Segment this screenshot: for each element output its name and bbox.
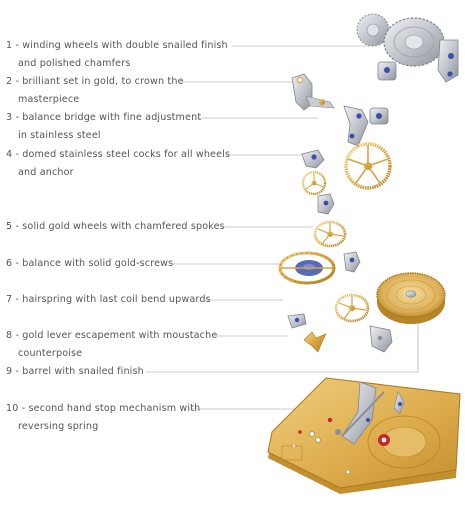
balance-wheel-part <box>278 251 336 285</box>
gold-wheel-small-1 <box>301 170 327 196</box>
gold-wheel-medium <box>313 220 347 248</box>
callout-4: 4 - domed stainless steel cocks for all … <box>6 149 231 178</box>
barrel-part <box>376 272 446 324</box>
steel-cocks-part <box>301 149 335 215</box>
callout-10: 10 - second hand stop mechanism with rev… <box>6 403 201 432</box>
callout-8: 8 - gold lever escapement with moustache… <box>6 330 218 359</box>
callout-1: 1 - winding wheels with double snailed f… <box>6 40 228 69</box>
callout-3: 3 - balance bridge with fine adjustment … <box>6 112 202 141</box>
callout-9: 9 - barrel with snailed finish <box>6 366 144 377</box>
gold-wheel-fourth <box>334 293 370 323</box>
balance-bridge-part <box>291 73 389 147</box>
leader-lines <box>146 45 419 410</box>
callout-5: 5 - solid gold wheels with chamfered spo… <box>6 221 225 232</box>
balance-cock-part <box>343 251 361 273</box>
callout-7: 7 - hairspring with last coil bend upwar… <box>6 294 211 305</box>
main-plate-part <box>267 377 461 494</box>
gold-wheels-part <box>301 142 392 323</box>
leader-9 <box>146 310 419 373</box>
lever-escapement-part <box>287 313 393 353</box>
gold-wheel-large <box>344 142 392 190</box>
winding-wheels-part <box>356 13 459 83</box>
callout-6: 6 - balance with solid gold-screws <box>6 258 174 269</box>
callout-2: 2 - brilliant set in gold, to crown the … <box>6 76 184 105</box>
